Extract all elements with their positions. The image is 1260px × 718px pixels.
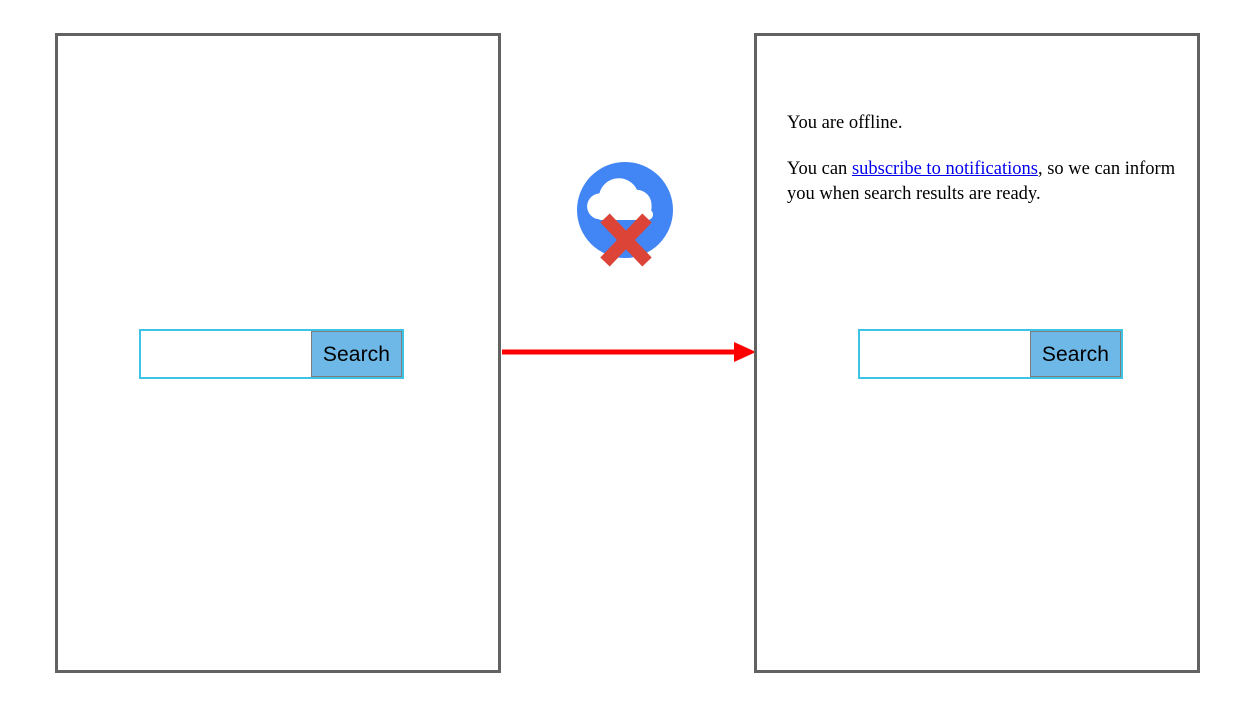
offline-status-text: You are offline. bbox=[787, 113, 903, 133]
offline-subscribe-text: You can subscribe to notifications, so w… bbox=[787, 157, 1177, 207]
offline-subscribe-suffix: , so we can inform you when search resul… bbox=[787, 159, 1176, 204]
offline-message: You are offline. You can subscribe to no… bbox=[787, 111, 1177, 207]
search-widget-before: Search bbox=[139, 329, 404, 379]
search-input[interactable] bbox=[860, 331, 1030, 377]
search-button[interactable]: Search bbox=[311, 331, 402, 377]
search-button[interactable]: Search bbox=[1030, 331, 1121, 377]
search-widget-after: Search bbox=[858, 329, 1123, 379]
cloud-offline-icon bbox=[573, 162, 677, 282]
subscribe-to-notifications-link[interactable]: subscribe to notifications bbox=[851, 159, 1038, 179]
right-arrow-icon bbox=[500, 334, 758, 370]
search-input[interactable] bbox=[141, 331, 311, 377]
offline-subscribe-prefix: You can bbox=[787, 159, 852, 179]
offline-search-panel: You are offline. You can subscribe to no… bbox=[754, 33, 1200, 673]
online-search-panel: Search bbox=[55, 33, 501, 673]
